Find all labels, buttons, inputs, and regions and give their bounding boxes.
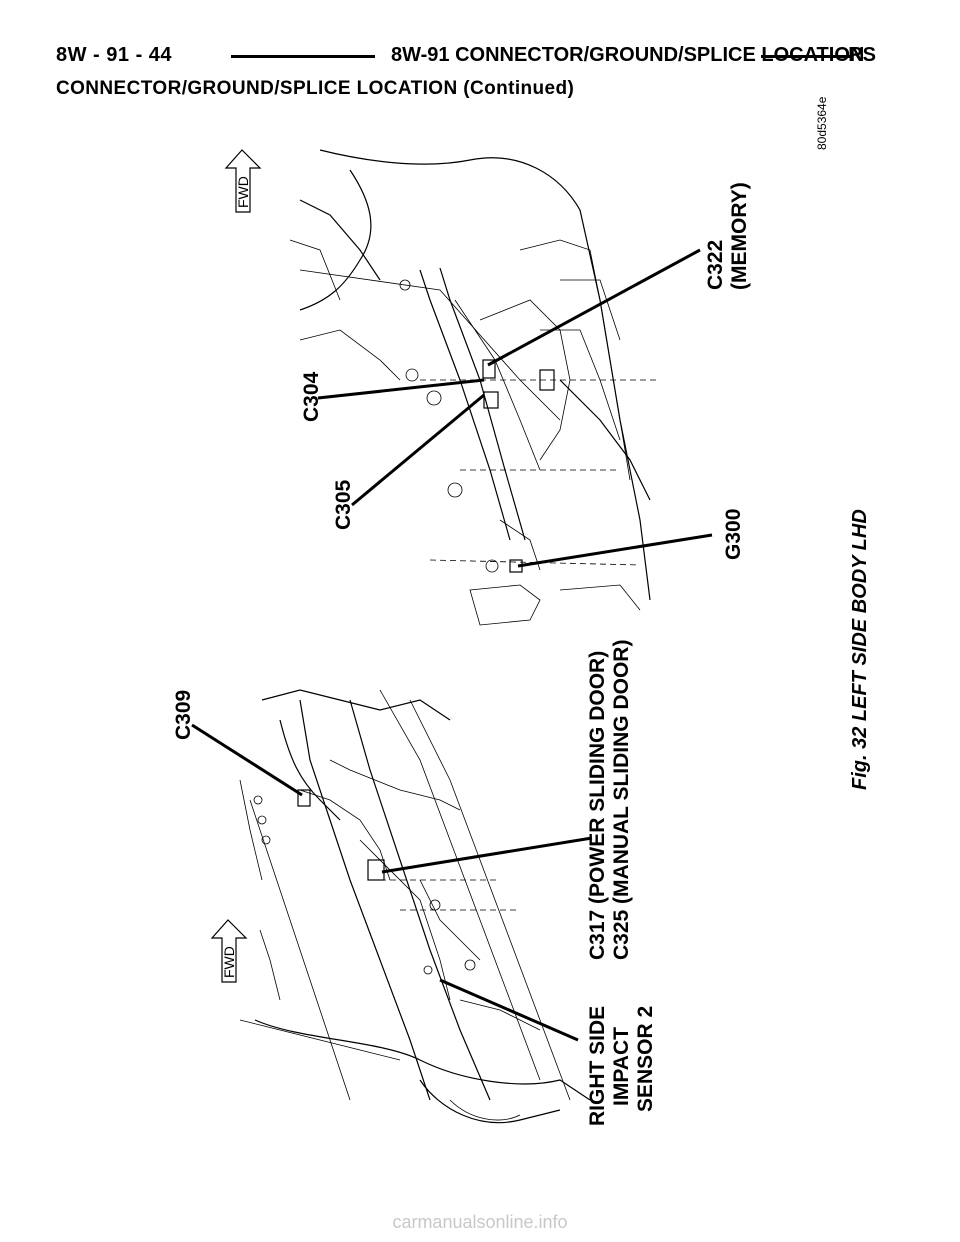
header-rule [231,55,375,58]
figure-caption: Fig. 32 LEFT SIDE BODY LHD [849,509,871,790]
leader-g300 [517,533,713,568]
leader-c304 [317,378,485,400]
leader-c309 [191,723,303,797]
section-title: 8W-91 CONNECTOR/GROUND/SPLICE LOCATION [391,44,865,66]
lower-drawing: FWD [210,689,591,1124]
label-memory: (MEMORY) [728,182,751,290]
label-c305: C305 [332,479,355,530]
label-g300: G300 [722,509,745,560]
label-c325: C325 (MANUAL SLIDING DOOR) [610,640,633,960]
leader-impact-sensor [439,978,579,1042]
header-rule [761,55,851,58]
model-code: RS [848,44,876,66]
fwd-arrow-icon: FWD [224,149,262,213]
image-code: 80d5364e [815,96,829,150]
label-impact: IMPACT [610,1027,633,1106]
page-reference: 8W - 91 - 44 [56,44,173,66]
label-c309: C309 [172,690,195,740]
label-c304: C304 [300,371,323,422]
section-subheader: CONNECTOR/GROUND/SPLICE LOCATION (Contin… [56,78,575,99]
fwd-label: FWD [221,946,237,978]
leader-c305 [351,393,485,507]
label-c317: C317 (POWER SLIDING DOOR) [586,651,609,960]
fwd-label: FWD [235,176,251,208]
leader-c322 [487,248,701,367]
fwd-arrow-icon: FWD [210,919,248,983]
label-sensor-2: SENSOR 2 [634,1006,657,1112]
upper-drawing: FWD [224,149,660,626]
page-header: 8W - 91 - 44 8W-91 CONNECTOR/GROUND/SPLI… [56,44,876,70]
label-c322: C322 [704,240,727,290]
watermark: carmanualsonline.info [392,1212,568,1232]
label-right-side: RIGHT SIDE [586,1006,609,1126]
leader-c317 [381,836,593,874]
